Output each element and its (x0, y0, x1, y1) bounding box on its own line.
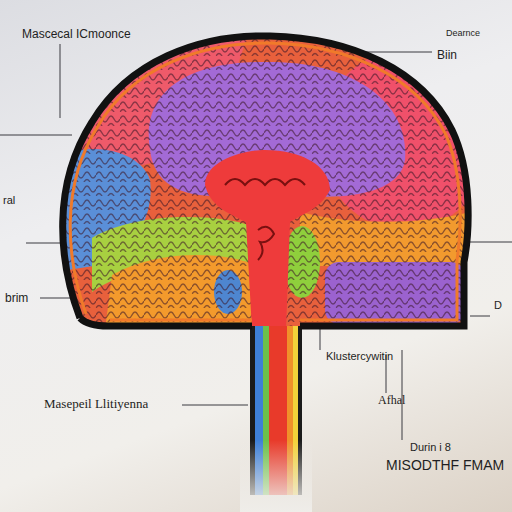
part-label: Masepeil Llitiyenna (44, 397, 148, 411)
brain-inner-outline (70, 43, 460, 320)
part-label: Durin i 8 (410, 441, 451, 453)
part-label: Mascecal ICmoonce (22, 28, 131, 41)
brain-stem (240, 315, 312, 512)
part-label: D (494, 299, 502, 311)
part-label: Biin (437, 49, 457, 62)
part-label: brim (5, 292, 28, 305)
brain-regions (40, 20, 490, 340)
part-label: MISODTHF FMAM (386, 458, 504, 473)
part-label: Dearnce (446, 29, 480, 39)
brain-outline (63, 36, 468, 326)
part-label: ral (3, 194, 15, 206)
part-label: Klustercywitin (326, 350, 393, 362)
part-label: Afhal (378, 394, 405, 407)
